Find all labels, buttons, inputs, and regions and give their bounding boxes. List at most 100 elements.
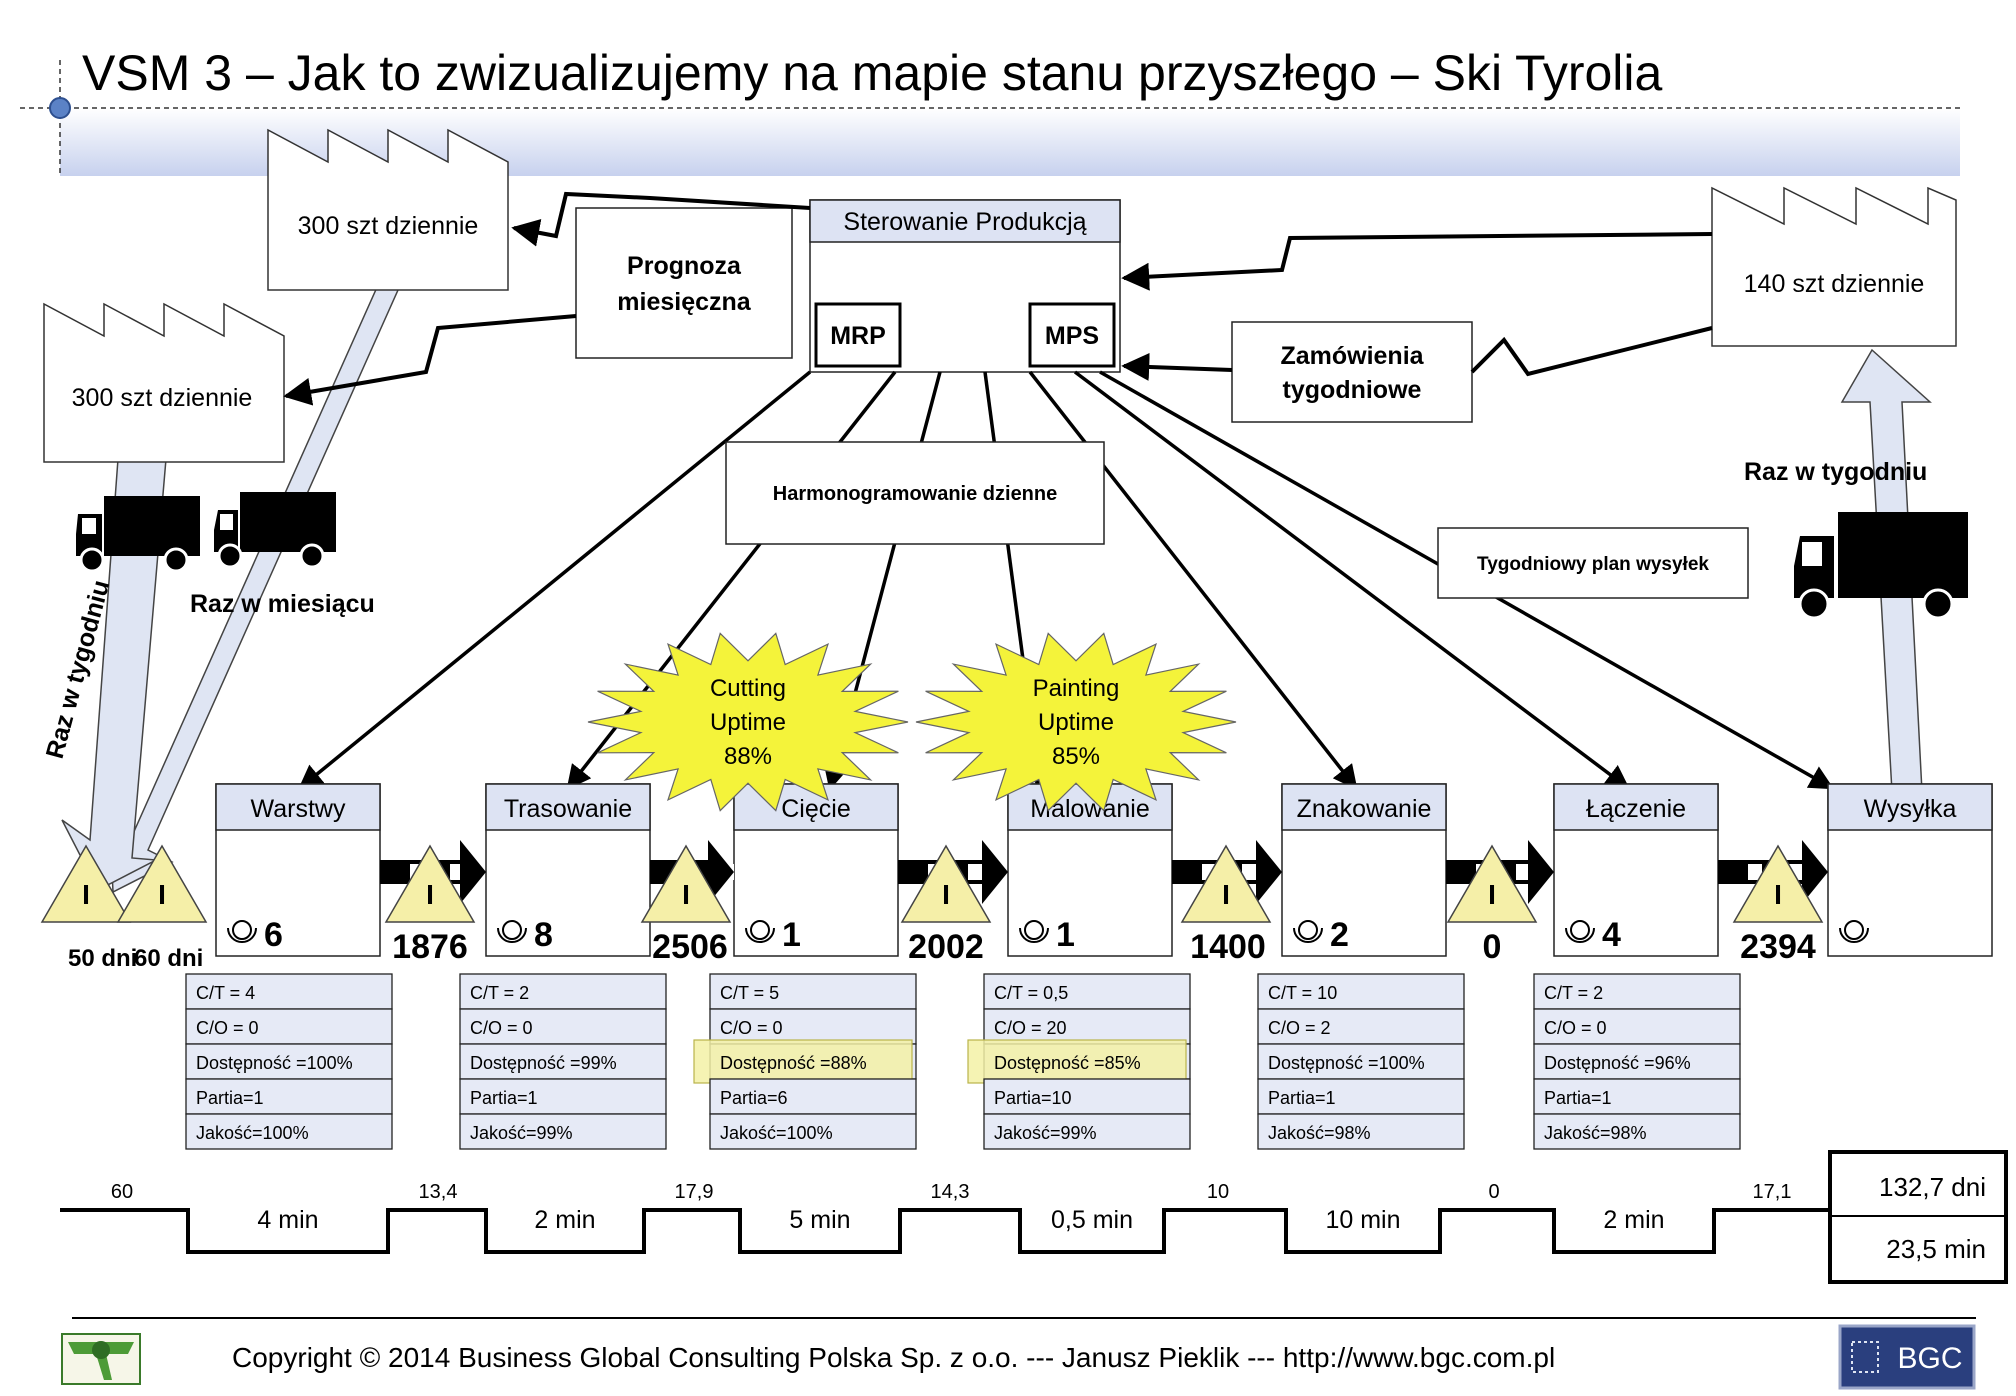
operator-count: 6 — [264, 916, 283, 954]
operator-icon — [1019, 920, 1049, 943]
data-box-row: C/T = 0,5 — [994, 983, 1068, 1003]
data-box-row: Dostępność =100% — [196, 1053, 353, 1073]
wip-inventory-5: I0 — [1446, 844, 1538, 966]
process-7: Wysyłka — [1827, 783, 1993, 957]
data-box-row: Partia=6 — [720, 1088, 788, 1108]
supplier-monthly-label: Raz w miesiącu — [190, 590, 375, 618]
operator-icon — [1293, 920, 1323, 943]
operator-count: 8 — [534, 916, 553, 954]
footer-copyright: Copyright © 2014 Business Global Consult… — [232, 1342, 1555, 1373]
production-control: Sterowanie Produkcją MRP MPS — [809, 199, 1121, 373]
raw-inventory-days: 50 dni — [68, 945, 137, 972]
kaizen-burst-cutting: Cutting Uptime 88% — [587, 632, 909, 812]
data-box-row: Jakość=100% — [720, 1123, 833, 1143]
bgc-logo-text: BGC — [1897, 1342, 1962, 1375]
process-2: Trasowanie 8 — [485, 783, 651, 957]
belt-logo — [61, 1333, 141, 1385]
truck-customer-icon — [1794, 512, 1968, 620]
data-box-row: C/T = 5 — [720, 983, 779, 1003]
process-name: Wysyłka — [1864, 795, 1957, 823]
wip-inventory-6: I 2394 — [1732, 844, 1824, 966]
process-time-value: 4 min — [257, 1206, 318, 1234]
mps-box — [1028, 302, 1116, 368]
total-lead-time: 132,7 dni — [1879, 1172, 1986, 1202]
operator-icon — [745, 920, 775, 943]
inventory-count: 2394 — [1740, 928, 1816, 966]
data-box-row: Jakość=98% — [1268, 1123, 1371, 1143]
process-1: Warstwy 6 — [215, 783, 381, 957]
burst-cutting-line3: 88% — [724, 743, 772, 770]
inventory-letter: I — [158, 879, 166, 910]
kaizen-burst-painting: Painting Uptime 85% — [915, 632, 1237, 812]
data-box-row: Dostępność =96% — [1544, 1053, 1691, 1073]
raw-inventory-1: I50 dni — [40, 844, 137, 972]
data-box-row: C/O = 0 — [720, 1018, 783, 1038]
customer-weekly-label: Raz w tygodniu — [1744, 458, 1927, 486]
data-box-row: Partia=1 — [1544, 1088, 1612, 1108]
data-box-row: C/O = 20 — [994, 1018, 1067, 1038]
lead-time-value: 14,3 — [931, 1181, 970, 1203]
data-box-row: Dostępność =88% — [720, 1053, 867, 1073]
process-name: Warstwy — [251, 795, 346, 823]
truck-supplier2-icon — [214, 492, 336, 569]
supplier-factory-2: 300 szt dziennie — [267, 128, 509, 291]
data-box-row: Partia=1 — [196, 1088, 264, 1108]
burst-cutting-line1: Cutting — [710, 675, 786, 702]
info-flow-orders-to-mps — [1121, 352, 1233, 381]
data-box-row: C/O = 0 — [470, 1018, 533, 1038]
operator-count: 1 — [782, 916, 801, 954]
process-name: Trasowanie — [504, 795, 632, 823]
weekly-orders-line1: Zamówienia — [1280, 342, 1424, 370]
production-control-title: Sterowanie Produkcją — [843, 208, 1086, 236]
process-name: Łączenie — [1586, 795, 1686, 823]
inventory-letter: I — [426, 879, 434, 910]
schedule-line-laczenie — [1073, 370, 1630, 790]
lead-time-value: 17,1 — [1753, 1181, 1792, 1203]
forecast-line1: Prognoza — [627, 252, 742, 280]
process-time-value: 0,5 min — [1051, 1206, 1133, 1234]
operator-icon — [1565, 920, 1595, 943]
lead-time-value: 0 — [1488, 1181, 1499, 1203]
data-box-row: C/T = 10 — [1268, 983, 1337, 1003]
weekly-orders-box: Zamówienia tygodniowe — [1231, 321, 1473, 423]
inventory-count: 2506 — [652, 928, 728, 966]
lead-time-value: 13,4 — [419, 1181, 458, 1203]
supplier2-label: 300 szt dziennie — [298, 212, 479, 240]
weekly-shipping-plan-box: Tygodniowy plan wysyłek — [1437, 527, 1749, 599]
operator-icon — [227, 920, 257, 943]
process-time-value: 2 min — [534, 1206, 595, 1234]
supplier-factory-1: 300 szt dziennie — [43, 302, 285, 463]
highlight-box — [967, 1039, 1187, 1084]
inventory-letter: I — [1488, 879, 1496, 910]
page-title: VSM 3 – Jak to zwizualizujemy na mapie s… — [82, 45, 1663, 101]
data-box-row: C/O = 2 — [1268, 1018, 1331, 1038]
info-flow-customer-to-control — [1121, 232, 1713, 291]
process-time-value: 2 min — [1603, 1206, 1664, 1234]
data-box-row: Partia=1 — [1268, 1088, 1336, 1108]
data-box-row: C/T = 2 — [1544, 983, 1603, 1003]
inventory-letter: I — [1774, 879, 1782, 910]
title-handle[interactable] — [49, 97, 71, 119]
burst-painting-line3: 85% — [1052, 743, 1100, 770]
customer-factory: 140 szt dziennie — [1711, 186, 1957, 347]
data-box-row: Partia=1 — [470, 1088, 538, 1108]
info-flow-to-supplier1 — [283, 314, 577, 406]
lead-time-value: 10 — [1207, 1181, 1229, 1203]
highlight-box — [693, 1039, 913, 1084]
daily-schedule-box: Harmonogramowanie dzienne — [725, 441, 1105, 545]
operator-icon — [497, 920, 527, 943]
daily-schedule-label: Harmonogramowanie dzienne — [773, 483, 1058, 505]
data-box-row: Jakość=99% — [994, 1123, 1097, 1143]
forecast-box: Prognoza miesięczna — [575, 207, 793, 359]
